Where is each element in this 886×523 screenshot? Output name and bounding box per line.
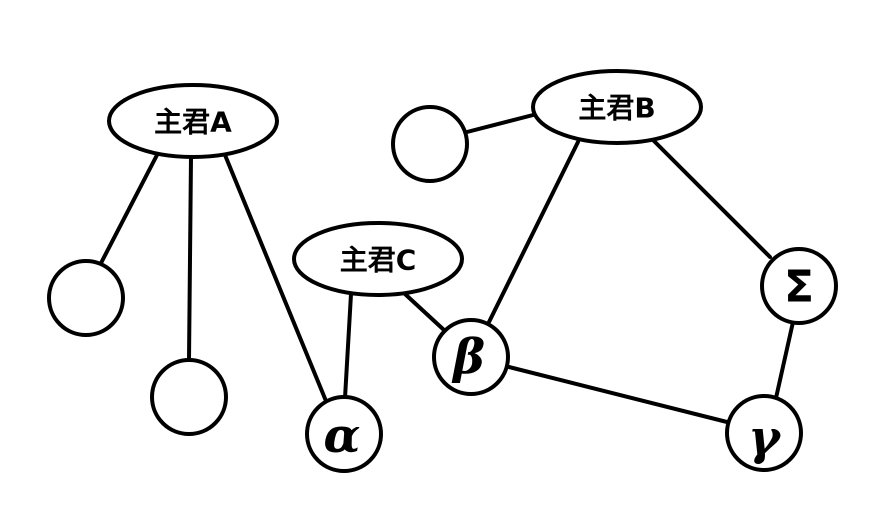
node-blank-3 bbox=[391, 105, 469, 183]
beta-label: β bbox=[451, 329, 485, 385]
edge-lord-a-alpha bbox=[223, 153, 328, 403]
gamma-circle bbox=[725, 394, 803, 472]
edges bbox=[98, 112, 795, 424]
edge-lord-b-beta bbox=[487, 140, 580, 324]
alpha-circle bbox=[305, 395, 383, 473]
beta-circle bbox=[432, 318, 510, 396]
node-lord-c: 主君C bbox=[292, 221, 464, 297]
lord-a-label: 主君A bbox=[154, 106, 232, 139]
edge-lord-b-blank-3 bbox=[465, 112, 539, 134]
alpha-label: α bbox=[324, 408, 361, 464]
blank-circle bbox=[150, 358, 228, 436]
blank-circle bbox=[47, 259, 125, 337]
node-lord-b: 主君B bbox=[531, 69, 703, 145]
edge-sigma-gamma bbox=[774, 320, 795, 400]
gamma-label: γ bbox=[748, 410, 782, 466]
blank-circle bbox=[391, 105, 469, 183]
lord-c-label: 主君C bbox=[340, 244, 417, 277]
node-beta: β bbox=[432, 318, 510, 396]
edge-lord-b-sigma bbox=[652, 139, 772, 259]
node-lord-a: 主君A bbox=[107, 83, 279, 159]
edge-lord-c-alpha bbox=[343, 292, 353, 400]
edge-lord-c-beta bbox=[403, 292, 446, 332]
lord-a-ellipse bbox=[107, 83, 279, 159]
edge-beta-gamma bbox=[507, 365, 729, 424]
node-blank-2 bbox=[150, 358, 228, 436]
node-blank-1 bbox=[47, 259, 125, 337]
node-gamma: γ bbox=[725, 394, 803, 472]
lord-b-label: 主君B bbox=[578, 92, 655, 125]
node-alpha: α bbox=[305, 395, 383, 473]
edge-lord-a-blank-1 bbox=[98, 153, 159, 267]
sigma-circle bbox=[760, 247, 838, 325]
lord-c-ellipse bbox=[292, 221, 464, 297]
lord-b-ellipse bbox=[531, 69, 703, 145]
edge-lord-a-blank-2 bbox=[187, 155, 193, 362]
sigma-label: Σ bbox=[784, 262, 814, 313]
node-sigma: Σ bbox=[760, 247, 838, 325]
